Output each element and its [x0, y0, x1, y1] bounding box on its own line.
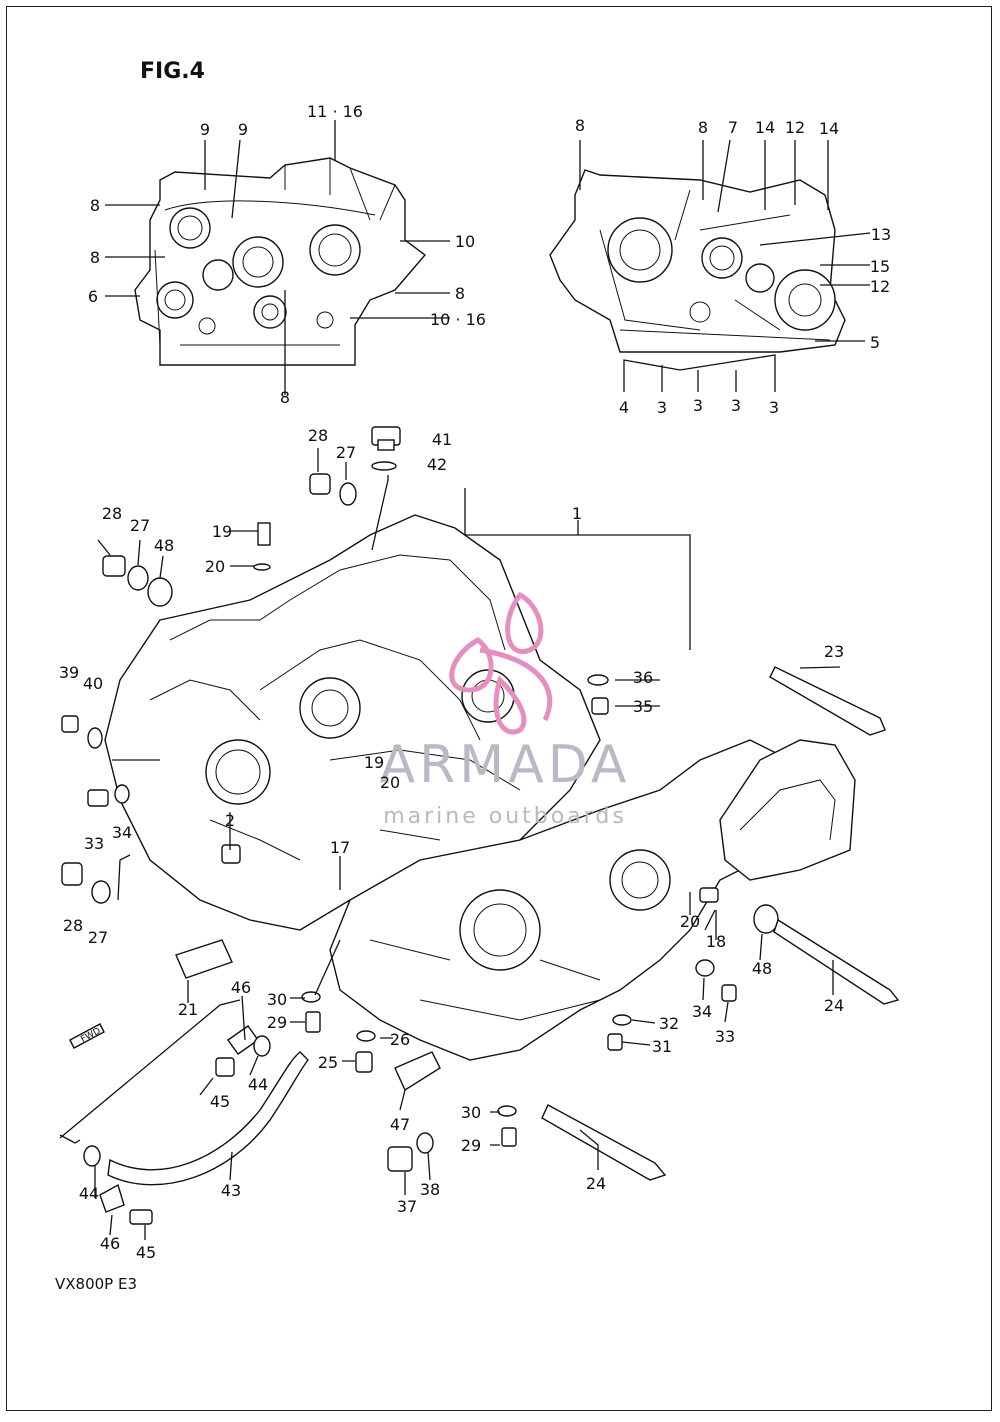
- callout-label: 32: [659, 1014, 679, 1033]
- callout-label: 45: [210, 1092, 230, 1111]
- callout-label: 8: [698, 118, 708, 137]
- callout-label: 23: [824, 642, 844, 661]
- callout-label: 26: [390, 1030, 410, 1049]
- callout-label: 28: [308, 426, 328, 445]
- callout-label: 25: [318, 1053, 338, 1072]
- callout-label: 40: [83, 674, 103, 693]
- callout-label: 48: [752, 959, 772, 978]
- callout-label: 15: [870, 257, 890, 276]
- callout-label: 8: [90, 196, 100, 215]
- callout-label: 10: [455, 232, 475, 251]
- callout-label: 9: [238, 120, 248, 139]
- callout-label: 28: [102, 504, 122, 523]
- callout-label: 27: [88, 928, 108, 947]
- callout-label: 14: [819, 119, 839, 138]
- callout-label: 21: [178, 1000, 198, 1019]
- callout-label: 46: [100, 1234, 120, 1253]
- callout-label: 5: [870, 333, 880, 352]
- callout-label: 37: [397, 1197, 417, 1216]
- callout-label: 7: [728, 118, 738, 137]
- callout-label: 41: [432, 430, 452, 449]
- model-code: VX800P E3: [55, 1275, 137, 1293]
- fwd-arrow-icon: [69, 1023, 105, 1049]
- callout-label: 3: [731, 396, 741, 415]
- callout-label: 36: [633, 668, 653, 687]
- callout-label: 30: [461, 1103, 481, 1122]
- figure-title: FIG.4: [140, 59, 205, 84]
- callout-label: 43: [221, 1181, 241, 1200]
- callout-label: 34: [112, 823, 132, 842]
- callout-label: 44: [248, 1075, 268, 1094]
- callout-label: 20: [380, 773, 400, 792]
- callout-label: 19: [364, 753, 384, 772]
- watermark-brand: ARMADA: [380, 735, 631, 795]
- callout-label: 29: [267, 1013, 287, 1032]
- small-parts: [61, 426, 900, 1225]
- callout-label: 33: [84, 834, 104, 853]
- callout-label: 12: [785, 118, 805, 137]
- leader-lines: [59, 120, 871, 1240]
- callout-label: 24: [586, 1174, 606, 1193]
- callout-label: 47: [390, 1115, 410, 1134]
- callout-label: 12: [870, 277, 890, 296]
- callout-label: 24: [824, 996, 844, 1015]
- page-border: [6, 6, 992, 1411]
- callout-label: 6: [88, 287, 98, 306]
- main-crankcase-assembly: [104, 514, 856, 1061]
- callout-label: 31: [652, 1037, 672, 1056]
- callout-label: 20: [205, 557, 225, 576]
- callout-label: 14: [755, 118, 775, 137]
- callout-label: 8: [455, 284, 465, 303]
- brand-logo-icon: [449, 591, 553, 735]
- callout-label: 18: [706, 932, 726, 951]
- callout-label: 13: [871, 225, 891, 244]
- callout-label: 19: [212, 522, 232, 541]
- callout-label: 8: [280, 388, 290, 407]
- watermark-tagline: marine outboards: [383, 804, 627, 829]
- callout-label: 30: [267, 990, 287, 1009]
- callout-label: 2: [225, 811, 235, 830]
- callout-label: 39: [59, 663, 79, 682]
- callout-label: 17: [330, 838, 350, 857]
- callout-label: 29: [461, 1136, 481, 1155]
- callout-label: 27: [130, 516, 150, 535]
- callout-label: 44: [79, 1184, 99, 1203]
- callout-label: 20: [680, 912, 700, 931]
- callout-label: 28: [63, 916, 83, 935]
- callout-label: 10 · 16: [430, 310, 486, 329]
- callout-label: 8: [575, 116, 585, 135]
- callout-label: 1: [572, 504, 582, 523]
- callout-label: 34: [692, 1002, 712, 1021]
- callout-label: 38: [420, 1180, 440, 1199]
- callout-label: 4: [619, 398, 629, 417]
- callout-label: 3: [769, 398, 779, 417]
- callout-label: 11 · 16: [307, 102, 363, 121]
- callout-label: 45: [136, 1243, 156, 1262]
- callout-label: 9: [200, 120, 210, 139]
- callout-label: 48: [154, 536, 174, 555]
- callout-label: 46: [231, 978, 251, 997]
- callout-label: 27: [336, 443, 356, 462]
- callout-label: 8: [90, 248, 100, 267]
- callout-label: 3: [693, 396, 703, 415]
- left-crankcase-view: [134, 157, 427, 366]
- callout-label: 35: [633, 697, 653, 716]
- callout-label: 3: [657, 398, 667, 417]
- callout-label: 33: [715, 1027, 735, 1046]
- callout-label: 42: [427, 455, 447, 474]
- callout-labels: 11 · 16 9 9 8 8 6 10 8 10 · 16 8 8 8 7 1…: [59, 102, 891, 1262]
